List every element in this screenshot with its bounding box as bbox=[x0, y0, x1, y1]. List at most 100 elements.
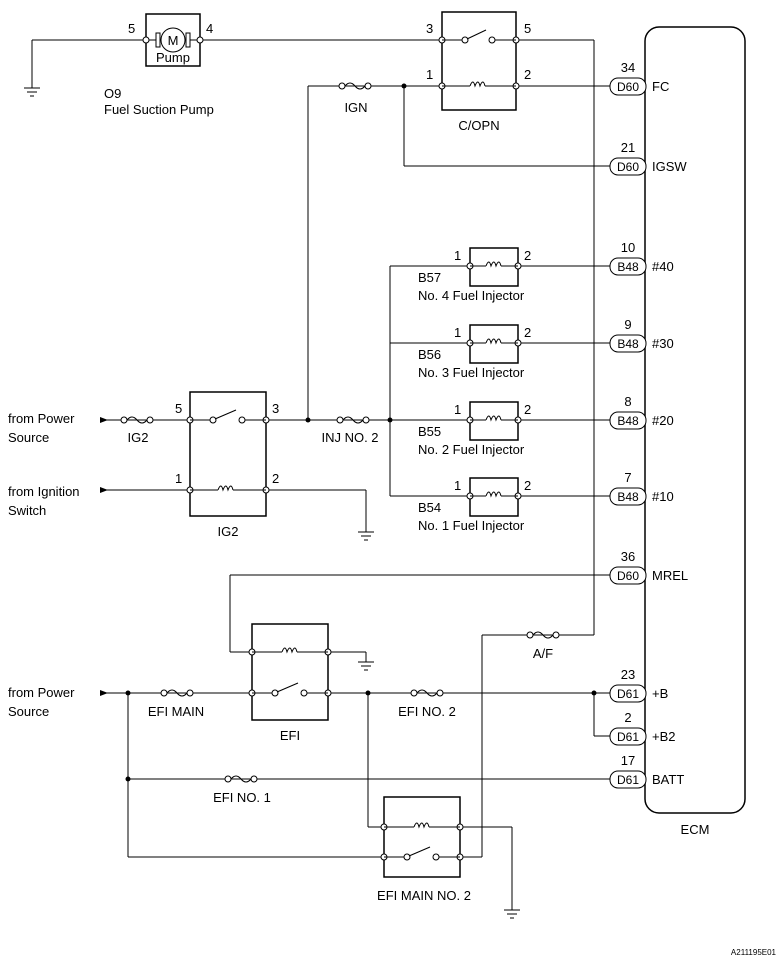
coil-icon bbox=[469, 81, 486, 88]
terminal-connector: D60 bbox=[617, 160, 639, 174]
junction-dots bbox=[125, 83, 597, 782]
terminal-pin: 34 bbox=[621, 60, 635, 75]
efi-main2-relay-label: EFI MAIN NO. 2 bbox=[377, 888, 471, 903]
injector-no2: 1 2 B55 No. 2 Fuel Injector bbox=[418, 401, 531, 457]
coil-icon bbox=[281, 647, 298, 654]
inj2-fuse-label: INJ NO. 2 bbox=[321, 430, 378, 445]
ecm-terminal-b: 23 D61 +B bbox=[609, 667, 668, 703]
ecm-terminal-40: 10 B48 #40 bbox=[609, 240, 674, 276]
terminal-connector: D61 bbox=[617, 730, 639, 744]
ig2-relay-label: IG2 bbox=[218, 524, 239, 539]
terminal-pin: 23 bbox=[621, 667, 635, 682]
terminal-connector: B48 bbox=[617, 414, 639, 428]
terminal-pin: 10 bbox=[621, 240, 635, 255]
injector-name: No. 1 Fuel Injector bbox=[418, 518, 525, 533]
terminal-connector: D60 bbox=[617, 569, 639, 583]
power-source-label-2b: Source bbox=[8, 704, 49, 719]
ground-symbol-efi-main2 bbox=[504, 827, 520, 919]
fuse-efi2: EFI NO. 2 bbox=[398, 689, 456, 719]
pump-code: O9 bbox=[104, 86, 121, 101]
terminal-connector: D61 bbox=[617, 687, 639, 701]
injector-code: B57 bbox=[418, 270, 441, 285]
power-source-label-1b: Source bbox=[8, 430, 49, 445]
coil-icon bbox=[485, 415, 502, 422]
ground-symbol-pump bbox=[24, 40, 40, 97]
injector-pin1: 1 bbox=[454, 248, 461, 263]
ecm-terminal-20: 8 B48 #20 bbox=[609, 394, 674, 430]
ecm-terminal-10: 7 B48 #10 bbox=[609, 470, 674, 506]
terminal-signal: IGSW bbox=[652, 159, 687, 174]
coil-icon bbox=[485, 261, 502, 268]
ig2-pin5: 5 bbox=[175, 401, 182, 416]
injector-pin2: 2 bbox=[524, 248, 531, 263]
copn-pin3: 3 bbox=[426, 21, 433, 36]
injector-no4: 1 2 B57 No. 4 Fuel Injector bbox=[418, 247, 531, 303]
fuse-inj2: INJ NO. 2 bbox=[321, 416, 379, 445]
ig2-fuse-label: IG2 bbox=[128, 430, 149, 445]
motor-icon bbox=[160, 27, 186, 53]
fuse-ig2: IG2 bbox=[120, 416, 154, 445]
terminal-signal: MREL bbox=[652, 568, 688, 583]
injector-pin2: 2 bbox=[524, 325, 531, 340]
source-arrows bbox=[100, 417, 108, 696]
ground-symbol-ig2 bbox=[358, 490, 374, 541]
injector-name: No. 4 Fuel Injector bbox=[418, 288, 525, 303]
terminal-pin: 2 bbox=[624, 710, 631, 725]
fuse-af: A/F bbox=[526, 631, 560, 661]
ignition-switch-label-b: Switch bbox=[8, 503, 46, 518]
injector-code: B56 bbox=[418, 347, 441, 362]
ecm-label: ECM bbox=[681, 822, 710, 837]
coil-icon bbox=[485, 491, 502, 498]
injector-pin1: 1 bbox=[454, 325, 461, 340]
ecm-terminal-30: 9 B48 #30 bbox=[609, 317, 674, 353]
terminal-pin: 9 bbox=[624, 317, 631, 332]
ecm-terminal-fc: 34 D60 FC bbox=[609, 60, 669, 96]
copn-pin1: 1 bbox=[426, 67, 433, 82]
relay-copn: 3 5 1 2 C/OPN bbox=[426, 11, 531, 133]
efi2-fuse-label: EFI NO. 2 bbox=[398, 704, 456, 719]
ground-symbol-efi bbox=[358, 652, 374, 671]
ecm-terminal-mrel: 36 D60 MREL bbox=[609, 549, 688, 585]
wires bbox=[32, 39, 610, 858]
af-fuse-label: A/F bbox=[533, 646, 553, 661]
ig2-pin2: 2 bbox=[272, 471, 279, 486]
injector-name: No. 2 Fuel Injector bbox=[418, 442, 525, 457]
ecm-terminal-b2: 2 D61 +B2 bbox=[609, 710, 676, 746]
ignition-switch-label-a: from Ignition bbox=[8, 484, 80, 499]
injector-name: No. 3 Fuel Injector bbox=[418, 365, 525, 380]
copn-label: C/OPN bbox=[458, 118, 499, 133]
copn-pin2: 2 bbox=[524, 67, 531, 82]
power-source-label-2a: from Power bbox=[8, 685, 75, 700]
pump-pin-right: 4 bbox=[206, 21, 213, 36]
terminal-pin: 17 bbox=[621, 753, 635, 768]
figure-id: A211195E01 bbox=[731, 948, 777, 957]
motor-letter: M bbox=[168, 33, 179, 48]
injector-no1: 1 2 B54 No. 1 Fuel Injector bbox=[418, 477, 531, 533]
pump-name: Fuel Suction Pump bbox=[104, 102, 214, 117]
ig2-pin1: 1 bbox=[175, 471, 182, 486]
injector-no3: 1 2 B56 No. 3 Fuel Injector bbox=[418, 324, 531, 380]
relay-efi-main2: EFI MAIN NO. 2 bbox=[377, 796, 471, 903]
injector-pin1: 1 bbox=[454, 402, 461, 417]
terminal-connector: B48 bbox=[617, 490, 639, 504]
ig2-pin3: 3 bbox=[272, 401, 279, 416]
terminal-signal: FC bbox=[652, 79, 669, 94]
terminal-pin: 7 bbox=[624, 470, 631, 485]
relay-ig2: 5 3 1 2 IG2 bbox=[175, 391, 279, 539]
coil-icon bbox=[217, 485, 234, 492]
injector-code: B54 bbox=[418, 500, 441, 515]
coil-icon bbox=[485, 338, 502, 345]
ign-fuse-label: IGN bbox=[344, 100, 367, 115]
terminal-pin: 21 bbox=[621, 140, 635, 155]
ecm-terminal-igsw: 21 D60 IGSW bbox=[609, 140, 687, 176]
injector-code: B55 bbox=[418, 424, 441, 439]
ecm-terminal-batt: 17 D61 BATT bbox=[609, 753, 684, 789]
efi-relay-label: EFI bbox=[280, 728, 300, 743]
power-source-label-1a: from Power bbox=[8, 411, 75, 426]
relay-efi: EFI bbox=[248, 623, 332, 743]
terminal-signal: #10 bbox=[652, 489, 674, 504]
terminal-signal: #20 bbox=[652, 413, 674, 428]
terminal-connector: D61 bbox=[617, 773, 639, 787]
terminal-connector: B48 bbox=[617, 260, 639, 274]
